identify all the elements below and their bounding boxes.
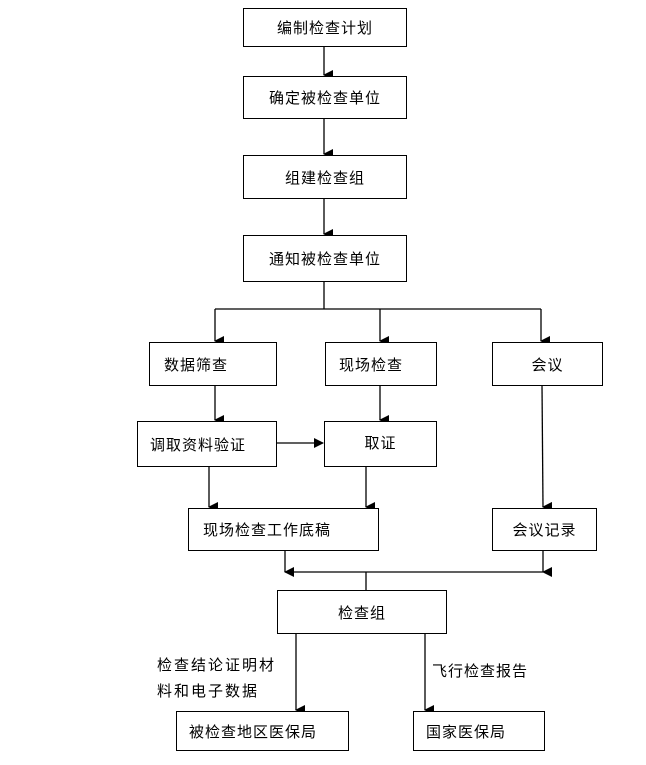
node-make-plan: 编制检查计划 — [243, 8, 407, 47]
node-evidence: 取证 — [324, 421, 437, 467]
node-notify-unit: 通知被检查单位 — [243, 235, 407, 282]
edge-label-local-line1: 检查结论证明材 — [157, 656, 277, 674]
node-determine-unit: 确定被检查单位 — [243, 76, 407, 119]
node-meeting: 会议 — [492, 342, 603, 386]
node-onsite-check: 现场检查 — [325, 342, 437, 386]
node-retrieve-verify: 调取资料验证 — [137, 421, 277, 467]
node-form-group: 组建检查组 — [243, 155, 407, 199]
edge-label-national: 飞行检查报告 — [432, 662, 529, 680]
edge-label-local-line2: 料和电子数据 — [157, 682, 260, 700]
node-meeting-minutes: 会议记录 — [492, 508, 597, 551]
node-local-bureau: 被检查地区医保局 — [176, 711, 349, 751]
node-onsite-draft: 现场检查工作底稿 — [188, 508, 379, 551]
edge-meeting-to-minutes — [541, 384, 553, 512]
node-national-bureau: 国家医保局 — [413, 711, 545, 751]
node-check-group: 检查组 — [277, 590, 447, 634]
node-data-screening: 数据筛查 — [149, 342, 277, 386]
